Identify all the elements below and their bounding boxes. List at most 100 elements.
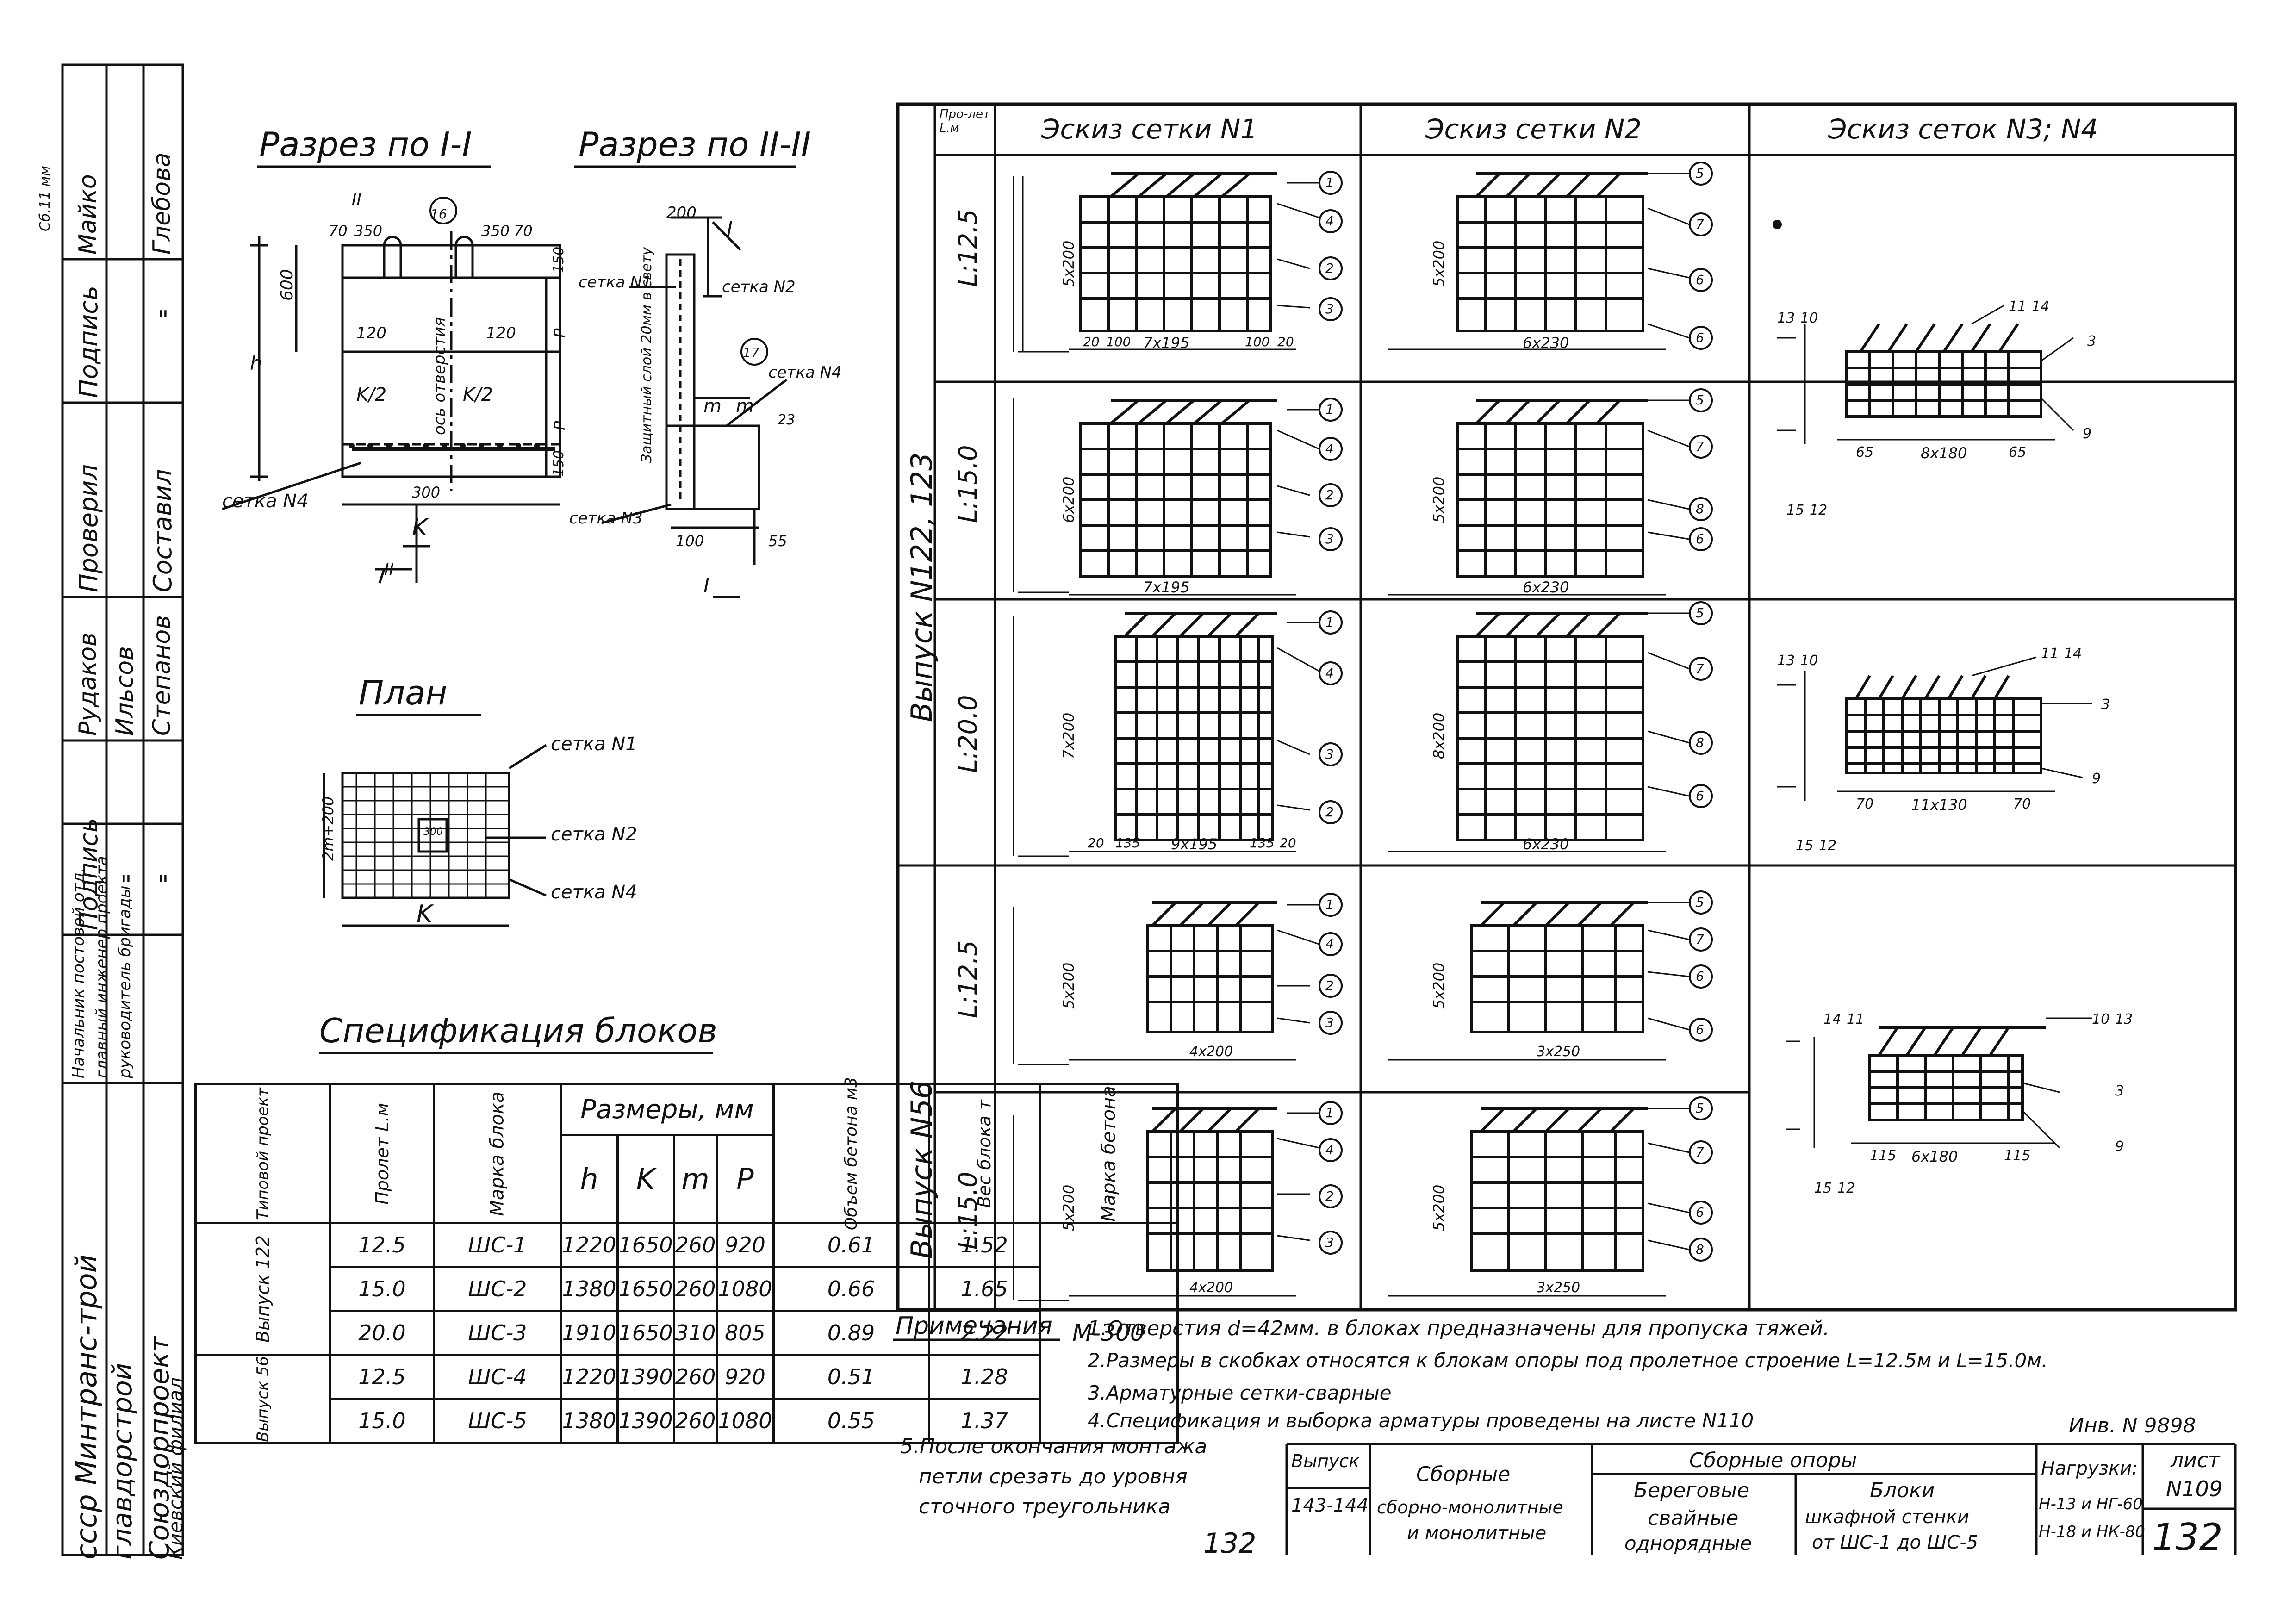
circle-label: 14 — [1823, 1011, 1842, 1027]
spec-cell: 260 — [672, 1222, 718, 1268]
circle-label: 9 — [2115, 1139, 2124, 1155]
circle-label: 1 — [1325, 1105, 1334, 1120]
spec-title: Спецификация блоков — [319, 1011, 717, 1050]
circle-label: 8 — [1696, 735, 1704, 750]
spec-cell: 1380 — [560, 1398, 619, 1444]
circle-label: 6 — [1696, 1205, 1704, 1220]
tb-page-number: 132 — [2152, 1516, 2223, 1559]
circle-label: 9 — [2092, 771, 2101, 787]
spec-head-p: P — [716, 1134, 775, 1224]
circle-label: 4 — [1325, 666, 1334, 681]
label-setka-n4-plan: сетка N4 — [551, 882, 637, 903]
circle-label: 13 — [2115, 1011, 2133, 1027]
name-stepanov: Степанов — [148, 615, 176, 736]
spec-cell: ШС-2 — [433, 1266, 562, 1312]
circle-label: 3 — [2087, 333, 2097, 349]
circle-label: 13 — [1777, 653, 1795, 669]
circle-label: 4 — [1325, 936, 1334, 952]
dim-text: 135 — [1115, 835, 1140, 851]
label-setka-n1-plan: сетка N1 — [551, 734, 637, 755]
label-k-plan: K — [417, 900, 433, 928]
circle-label: 3 — [2115, 1083, 2124, 1099]
circle-label: 14 — [2032, 299, 2050, 315]
spec-cell: 260 — [672, 1266, 718, 1312]
spec-group-2: Выпуск 56 — [253, 1356, 272, 1442]
spec-cell: 0.51 — [772, 1354, 930, 1400]
spec-cell: ШС-3 — [433, 1310, 562, 1356]
circle-label: 6 — [1696, 531, 1704, 547]
circle-label: 1 — [1325, 897, 1334, 912]
spec-head-type: Типовой проект — [253, 1087, 272, 1220]
dim-text: 20 — [1277, 334, 1294, 349]
spec-head-mark: Марка блока — [486, 1091, 508, 1216]
dim-text: 115 — [2004, 1148, 2031, 1164]
dim-text: 11x130 — [1911, 796, 1967, 814]
tb-issue-number: 143-144 — [1291, 1495, 1369, 1516]
tb-sheet-label: лист — [2171, 1449, 2220, 1472]
section-1-title: Разрез по I-I — [259, 125, 472, 164]
label-h: h — [250, 352, 262, 374]
row-span-2: L:15.0 — [953, 445, 983, 523]
role-signature-1: Подпись — [74, 818, 103, 930]
dim-text: 7x195 — [1143, 334, 1190, 352]
label-setka-n4-section: сетка N4 — [222, 491, 309, 512]
dim-text: 5x200 — [1430, 476, 1448, 523]
role-checked: Проверил — [74, 464, 103, 592]
circle-label: 3 — [1325, 301, 1334, 317]
circle-label: 9 — [2083, 426, 2092, 442]
ditto-1: " — [120, 870, 132, 899]
spec-cell: 0.66 — [772, 1266, 930, 1312]
note-5-line2: петли срезать до уровня — [919, 1465, 1188, 1488]
circle-label: 11 — [2009, 299, 2027, 315]
circle-17-label: 17 — [743, 345, 759, 360]
spec-cell: 2.22 — [927, 1310, 1041, 1356]
spec-cell: 1650 — [616, 1222, 675, 1268]
circle-label: 7 — [1696, 439, 1704, 454]
circle-label: 14 — [2064, 646, 2082, 662]
label-p2: P — [551, 421, 569, 430]
circle-label: 1 — [1325, 402, 1334, 417]
org-glavdorstroy: главдорстрой — [106, 1363, 138, 1560]
name-rudakov: Рудаков — [74, 632, 102, 736]
note-2: 2.Размеры в скобках относятся к блокам о… — [1088, 1349, 2048, 1372]
tb-load-1: Н-13 и НГ-60 — [2039, 1495, 2143, 1513]
spec-cell: 920 — [716, 1222, 775, 1268]
label-axis: ось отверстия — [430, 317, 449, 435]
dim-text: 6x230 — [1523, 334, 1569, 352]
circle-label: 2 — [1325, 1188, 1334, 1204]
spec-cell: 1390 — [616, 1398, 675, 1444]
dim-300-plan: 300 — [423, 826, 443, 838]
dim-2m-200: 2m+200 — [319, 796, 337, 861]
circle-label: 13 — [1777, 310, 1795, 326]
label-k-section: K — [412, 514, 428, 541]
dim-70b: 70 — [514, 222, 533, 240]
note-3: 3.Арматурные сетки-сварные — [1088, 1381, 1392, 1404]
sketch-head-span: Про-лет L.м — [940, 107, 990, 135]
inventory-number: Инв. N 9898 — [2069, 1414, 2196, 1437]
table-row: Выпуск 122 12.5 ШС-1 1220 1650 260 920 0… — [194, 1222, 1179, 1444]
spec-cell: 1.28 — [927, 1354, 1041, 1400]
spec-cell: ШС-1 — [433, 1222, 562, 1268]
circle-label: 4 — [1325, 1142, 1334, 1157]
tb-c4: Береговые — [1634, 1479, 1750, 1502]
row-span-3: L:20.0 — [953, 695, 983, 773]
dim-text: 70 — [1856, 796, 1874, 812]
tb-load-2: Н-18 и НК-80 — [2039, 1523, 2146, 1541]
sketch-head-col3: Эскиз сеток N3; N4 — [1828, 113, 2098, 145]
circle-label: 4 — [1325, 441, 1334, 456]
sketch-head-col1: Эскиз сетки N1 — [1041, 113, 1258, 145]
spec-cell: 1910 — [560, 1310, 619, 1356]
dim-text: 4x200 — [1189, 1280, 1233, 1296]
circle-label: 3 — [1325, 531, 1334, 547]
margin-note: Сб.11 мм — [37, 166, 53, 231]
dim-text: 5x200 — [1060, 240, 1077, 287]
spec-head-m: m — [672, 1134, 718, 1224]
label-setka-n1-section: сетка N1 — [579, 273, 652, 292]
spec-cell: 0.89 — [772, 1310, 930, 1356]
label-setka-n3-section: сетка N3 — [569, 509, 643, 528]
spec-cell: 310 — [672, 1310, 718, 1356]
circle-label: 15 — [1814, 1180, 1832, 1196]
spec-cell: 1650 — [616, 1310, 675, 1356]
name-mayko: Майко — [74, 174, 102, 255]
